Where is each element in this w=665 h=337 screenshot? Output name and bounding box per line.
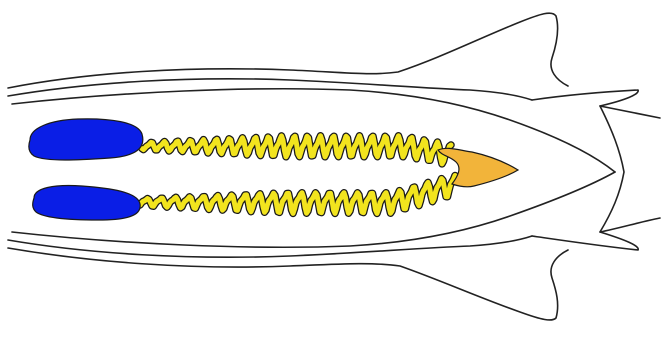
ovary-group [29, 119, 143, 220]
upper-body-wall-outer [8, 13, 568, 88]
oviduct-group [140, 136, 455, 214]
lower-ovary [33, 186, 140, 221]
upper-ovary [29, 119, 143, 160]
body-outline [8, 13, 660, 320]
lower-tail-fin [532, 218, 660, 250]
lower-body-wall-outer [8, 248, 568, 320]
upper-tail-fin [532, 90, 660, 118]
